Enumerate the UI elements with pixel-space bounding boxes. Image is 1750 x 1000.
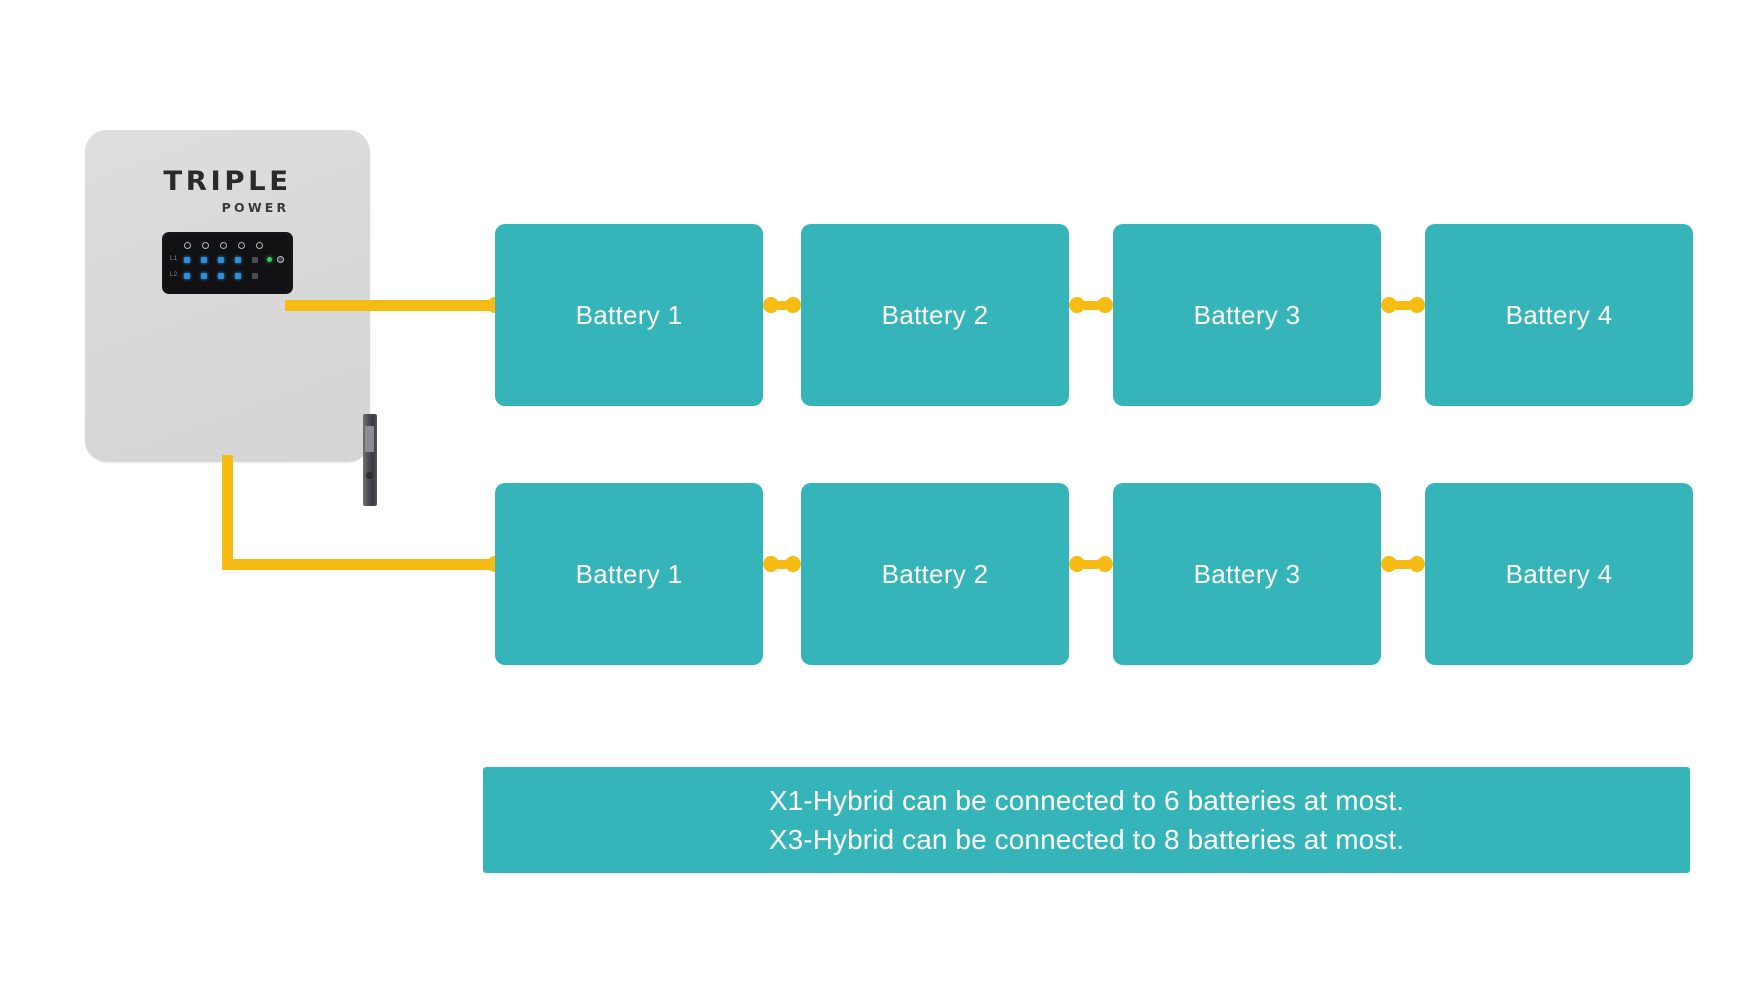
battery-row2-4[interactable]: Battery 4 <box>1425 483 1693 665</box>
led-indicator <box>252 273 258 279</box>
connector-bar-icon <box>1396 300 1410 310</box>
inverter-side-connector-port <box>363 414 377 506</box>
inverter-display-panel[interactable]: L1 L2 <box>162 232 293 294</box>
connector-dot-icon <box>1069 556 1085 572</box>
connector-dot-icon <box>1069 297 1085 313</box>
led-indicator <box>184 257 190 263</box>
battery-label: Battery 2 <box>881 558 989 589</box>
battery-label: Battery 4 <box>1505 299 1613 330</box>
connector-dot-icon <box>763 297 779 313</box>
status-led-green-icon <box>267 257 272 262</box>
connector-row1-2-3 <box>1069 297 1113 313</box>
led-indicator <box>218 273 224 279</box>
power-button-icon[interactable] <box>277 256 284 263</box>
connector-dot-icon <box>1409 556 1425 572</box>
led-indicator <box>201 273 207 279</box>
battery-label: Battery 3 <box>1193 558 1301 589</box>
solar-icon <box>184 242 191 249</box>
battery-row1-2[interactable]: Battery 2 <box>801 224 1069 406</box>
connector-dot-icon <box>763 556 779 572</box>
connector-bar-icon <box>1396 559 1410 569</box>
battery-row1-1[interactable]: Battery 1 <box>495 224 763 406</box>
connector-row1-1-2 <box>763 297 801 313</box>
connector-row2-1-2 <box>763 556 801 572</box>
note-line-x1: X1-Hybrid can be connected to 6 batterie… <box>768 785 1405 817</box>
panel-status-group[interactable] <box>267 256 284 263</box>
connector-dot-icon <box>1097 297 1113 313</box>
battery-row1-3[interactable]: Battery 3 <box>1113 224 1381 406</box>
led-indicator <box>252 257 258 263</box>
connector-bar-icon <box>1084 559 1098 569</box>
battery-row2-3[interactable]: Battery 3 <box>1113 483 1381 665</box>
panel-icon-strip <box>184 242 263 249</box>
inverter-brand-logo: TRIPLE POWER <box>85 168 370 215</box>
led-indicator <box>218 257 224 263</box>
connector-bar-icon <box>1084 300 1098 310</box>
connector-dot-icon <box>1381 556 1397 572</box>
connector-row2-3-4 <box>1381 556 1425 572</box>
connector-dot-icon <box>785 556 801 572</box>
capacity-note-banner: X1-Hybrid can be connected to 6 batterie… <box>483 767 1690 873</box>
home-icon <box>238 242 245 249</box>
connector-row1-3-4 <box>1381 297 1425 313</box>
led-row-1-tag: L1 <box>170 256 178 262</box>
cable-inverter-to-row1 <box>285 300 495 311</box>
warning-icon <box>256 242 263 249</box>
battery-label: Battery 2 <box>881 299 989 330</box>
connector-dot-icon <box>785 297 801 313</box>
connector-dot-icon <box>1409 297 1425 313</box>
battery-label: Battery 1 <box>575 299 683 330</box>
led-indicator <box>235 273 241 279</box>
battery-icon <box>202 242 209 249</box>
connector-row2-2-3 <box>1069 556 1113 572</box>
connector-dot-icon <box>1097 556 1113 572</box>
led-row-2 <box>184 273 258 279</box>
battery-label: Battery 3 <box>1193 299 1301 330</box>
connector-dot-icon <box>1381 297 1397 313</box>
led-indicator <box>235 257 241 263</box>
battery-row1-4[interactable]: Battery 4 <box>1425 224 1693 406</box>
led-indicator <box>184 273 190 279</box>
logo-sub-text: POWER <box>221 200 290 215</box>
led-row-2-tag: L2 <box>170 272 178 278</box>
note-line-x3: X3-Hybrid can be connected to 8 batterie… <box>768 823 1405 855</box>
cable-inverter-to-row2 <box>222 559 495 570</box>
hybrid-inverter: TRIPLE POWER L1 L2 <box>85 130 377 506</box>
battery-row2-2[interactable]: Battery 2 <box>801 483 1069 665</box>
led-indicator <box>201 257 207 263</box>
grid-icon <box>220 242 227 249</box>
battery-label: Battery 4 <box>1505 558 1613 589</box>
battery-label: Battery 1 <box>575 558 683 589</box>
connector-bar-icon <box>778 300 786 310</box>
cable-inverter-drop <box>222 455 233 570</box>
logo-main-text: TRIPLE <box>163 166 292 197</box>
battery-row2-1[interactable]: Battery 1 <box>495 483 763 665</box>
led-row-1 <box>184 257 258 263</box>
connector-bar-icon <box>778 559 786 569</box>
